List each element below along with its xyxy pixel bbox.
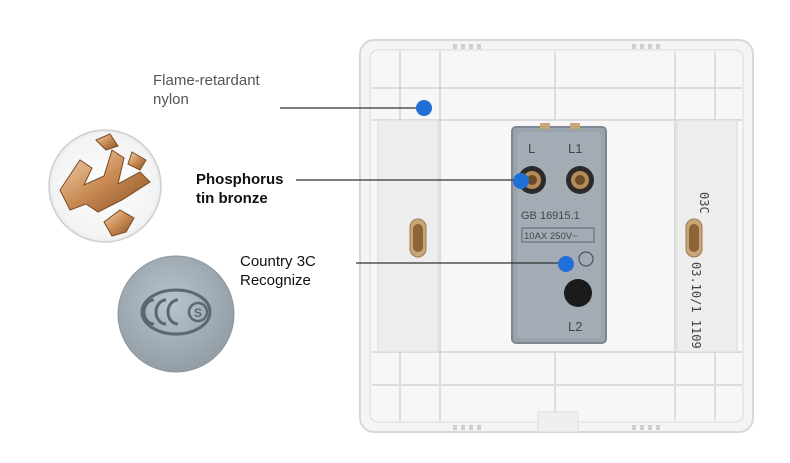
terminal-label-l: L (528, 141, 535, 156)
marker-dot-material (416, 100, 432, 116)
callout-flame-retardant-nylon: Flame-retardant nylon (153, 72, 260, 110)
module-rating: 10AX 250V~ (524, 231, 578, 242)
callout-contact-line2: tin bronze (196, 189, 268, 207)
callout-country-3c: Country 3C Recognize (240, 253, 316, 291)
callout-material-line2: nylon (153, 90, 189, 108)
callout-cert-line2: Recognize (240, 271, 311, 289)
ccc-logo-s: S (194, 306, 202, 320)
callout-cert-line1: Country 3C (240, 253, 316, 270)
copper-contact-inset (48, 129, 162, 243)
marker-dot-cert (558, 256, 574, 272)
marker-dot-contact (513, 173, 529, 189)
terminal-label-l2: L2 (568, 319, 582, 334)
callout-material-line1: Flame-retardant (153, 72, 260, 89)
callout-phosphorus-tin-bronze: Phosphorus tin bronze (196, 171, 284, 209)
terminal-label-l1: L1 (568, 141, 582, 156)
plate-date-stamp: 03.10/1 1109 (689, 262, 703, 349)
ccc-certification-inset (117, 255, 235, 373)
plate-side-code: 03C (697, 192, 711, 214)
module-standard: GB 16915.1 (521, 210, 580, 222)
callout-contact-line1: Phosphorus (196, 171, 284, 188)
switch-module (511, 123, 607, 344)
